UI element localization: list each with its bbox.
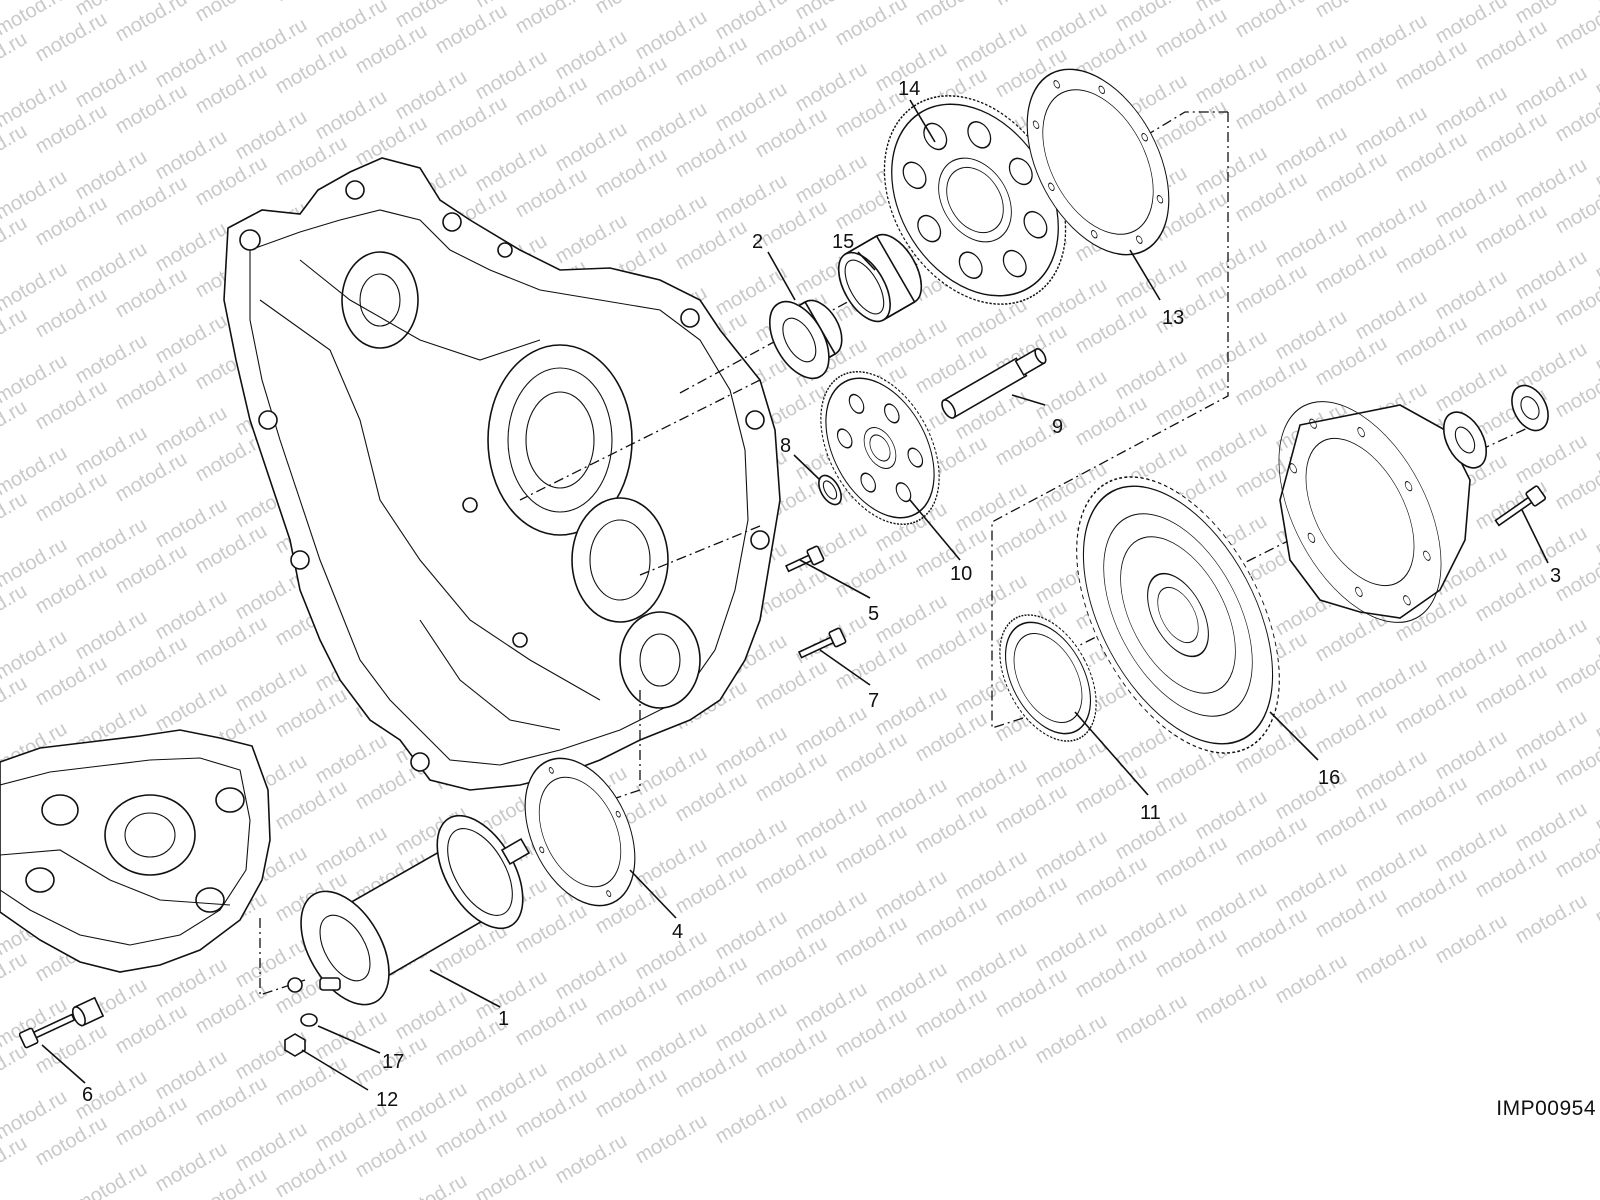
diagram-reference-code: IMP00954 bbox=[1496, 1097, 1596, 1120]
callout-11: 11 bbox=[1140, 802, 1161, 824]
watermark-text: motod.ru bbox=[952, 1030, 1031, 1089]
part-13-retaining-plate bbox=[1026, 68, 1170, 256]
watermark-text: motod.ru bbox=[1592, 778, 1600, 837]
part-9-gear-shaft bbox=[941, 347, 1047, 419]
watermark-text: motod.ru bbox=[432, 0, 511, 58]
part-1-starter-motor bbox=[287, 814, 531, 1006]
callout-9: 9 bbox=[1052, 416, 1063, 438]
watermark-text: motod.ru bbox=[0, 948, 31, 1007]
watermark-text: motod.ru bbox=[1312, 0, 1391, 22]
watermark-text: motod.ru bbox=[1192, 970, 1271, 1029]
watermark-text: motod.ru bbox=[1352, 930, 1431, 989]
watermark-text: motod.ru bbox=[832, 0, 911, 50]
callout-10: 10 bbox=[950, 563, 972, 585]
callout-4: 4 bbox=[672, 921, 683, 943]
part-5-screw bbox=[785, 545, 825, 573]
watermark-text: motod.ru bbox=[632, 1110, 711, 1169]
watermark-text: motod.ru bbox=[0, 396, 31, 455]
watermark-text: motod.ru bbox=[0, 28, 31, 87]
watermark-text: motod.ru bbox=[912, 0, 991, 30]
watermark-text: motod.ru bbox=[0, 120, 31, 179]
watermark-text: motod.ru bbox=[72, 1158, 151, 1200]
watermark-text: motod.ru bbox=[0, 1040, 31, 1099]
watermark-text: motod.ru bbox=[1592, 134, 1600, 193]
part-7-screw bbox=[797, 627, 847, 659]
callout-14: 14 bbox=[898, 78, 920, 100]
part-10-intermediate-gear bbox=[820, 371, 940, 525]
watermark-text: motod.ru bbox=[1592, 226, 1600, 285]
watermark-text: motod.ru bbox=[792, 1070, 871, 1129]
watermark-text: motod.ru bbox=[0, 1132, 31, 1191]
watermark-text: motod.ru bbox=[512, 0, 591, 38]
callout-5: 5 bbox=[868, 603, 879, 625]
callout-17: 17 bbox=[382, 1051, 404, 1073]
callout-16: 16 bbox=[1318, 767, 1340, 789]
callout-15: 15 bbox=[832, 231, 854, 253]
part-16-flywheel bbox=[1076, 476, 1280, 754]
callout-7: 7 bbox=[868, 690, 879, 712]
part-washer-and-nut bbox=[1442, 384, 1549, 469]
watermark-text: motod.ru bbox=[1592, 318, 1600, 377]
callout-13: 13 bbox=[1162, 307, 1184, 329]
watermark-text: motod.ru bbox=[552, 1130, 631, 1189]
part-spacer bbox=[71, 996, 105, 1027]
watermark-text: motod.ru bbox=[0, 672, 31, 731]
watermark-text: motod.ru bbox=[272, 0, 351, 6]
watermark-text: motod.ru bbox=[112, 0, 191, 46]
watermark-text: motod.ru bbox=[1592, 42, 1600, 101]
watermark-text: motod.ru bbox=[1272, 950, 1351, 1009]
part-12-nut bbox=[284, 1033, 306, 1057]
watermark-text: motod.ru bbox=[1232, 0, 1311, 42]
callout-1: 1 bbox=[498, 1008, 509, 1030]
crankcase-lower-left-illustration bbox=[0, 729, 271, 973]
part-6-screw bbox=[18, 1013, 76, 1049]
part-17-washer bbox=[300, 1013, 318, 1027]
crankcase-illustration bbox=[223, 157, 781, 791]
watermark-text: motod.ru bbox=[1032, 1010, 1111, 1069]
callout-3: 3 bbox=[1550, 565, 1561, 587]
callout-8: 8 bbox=[780, 435, 791, 457]
watermark-text: motod.ru bbox=[1392, 0, 1471, 2]
callout-12: 12 bbox=[376, 1089, 398, 1111]
watermark-text: motod.ru bbox=[192, 0, 271, 26]
watermark-text: motod.ru bbox=[0, 304, 31, 363]
part-2-flanged-bushing bbox=[768, 299, 843, 380]
callout-6: 6 bbox=[82, 1084, 93, 1106]
part-rotor-housing bbox=[1278, 401, 1471, 623]
watermark-text: motod.ru bbox=[1592, 502, 1600, 561]
watermark-text: motod.ru bbox=[1592, 410, 1600, 469]
watermark-text: motod.ru bbox=[1592, 594, 1600, 653]
watermark-text: motod.ru bbox=[0, 488, 31, 547]
part-14-ring-gear bbox=[883, 95, 1067, 305]
watermark-text: motod.ru bbox=[0, 212, 31, 271]
watermark-text: motod.ru bbox=[1432, 910, 1511, 969]
watermark-text: motod.ru bbox=[1552, 0, 1600, 54]
watermark-text: motod.ru bbox=[592, 0, 671, 18]
part-11-starter-clutch bbox=[999, 614, 1097, 742]
watermark-text: motod.ru bbox=[712, 1090, 791, 1149]
part-8-circlip bbox=[818, 474, 842, 506]
callout-labels: 14 13 15 2 9 8 10 5 7 11 16 3 4 1 17 12 … bbox=[82, 78, 1561, 1111]
watermark-text: motod.ru bbox=[392, 1170, 471, 1200]
watermark-text: motod.ru bbox=[992, 0, 1071, 10]
watermark-text: motod.ru bbox=[1592, 686, 1600, 745]
watermark-text: motod.ru bbox=[472, 1150, 551, 1200]
watermark-text: motod.ru bbox=[1512, 890, 1591, 949]
callout-2: 2 bbox=[752, 231, 763, 253]
watermark-text: motod.ru bbox=[1592, 870, 1600, 929]
watermark-text: motod.ru bbox=[0, 580, 31, 639]
watermark-text: motod.ru bbox=[872, 1050, 951, 1109]
part-4-gasket bbox=[524, 757, 636, 907]
leader-lines bbox=[41, 99, 1549, 1091]
part-3-bolt bbox=[1494, 485, 1547, 527]
watermark-text: motod.ru bbox=[1112, 990, 1191, 1049]
